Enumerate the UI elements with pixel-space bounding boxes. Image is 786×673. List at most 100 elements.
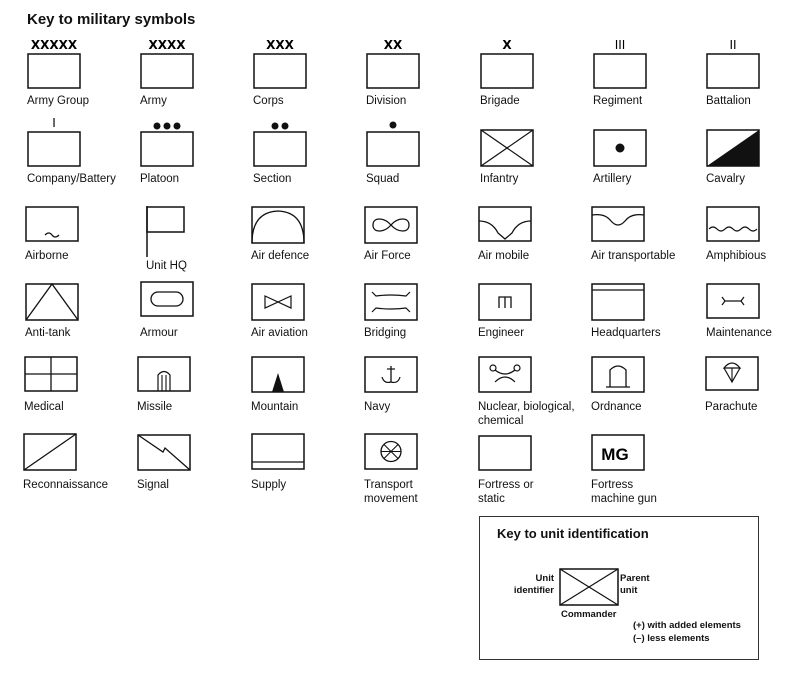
symbol-maintenance: Maintenance — [706, 270, 776, 340]
air-transportable-symbol — [591, 206, 645, 242]
symbol-infantry: Infantry — [480, 116, 550, 186]
brigade-symbol: X — [480, 38, 534, 89]
symbol-medical: Medical — [24, 344, 94, 414]
section-symbol — [253, 122, 307, 167]
label-armour: Armour — [140, 327, 178, 339]
symbol-air-mobile: Air mobile — [478, 193, 548, 263]
symbol-fortress-static: Fortress or static — [478, 422, 548, 505]
label-air-transportable: Air transportable — [591, 250, 676, 262]
platoon-symbol — [140, 122, 194, 167]
symbol-ordnance: Ordnance — [591, 344, 661, 414]
label-corps: Corps — [253, 95, 284, 107]
symbol-brigade: X Brigade — [480, 38, 550, 108]
navy-symbol — [364, 356, 418, 393]
size-mark-company: I — [52, 116, 56, 130]
symbol-amphibious: Amphibious — [706, 193, 776, 263]
label-brigade: Brigade — [480, 95, 520, 107]
ordnance-symbol — [591, 356, 645, 393]
symbol-signal: Signal — [137, 422, 207, 492]
label-engineer: Engineer — [478, 327, 525, 339]
symbol-squad: Squad — [366, 116, 436, 186]
nbc-symbol — [478, 356, 532, 393]
symbol-battalion: II Battalion — [706, 38, 776, 108]
page-title: Key to military symbols — [27, 11, 196, 28]
key-unit-identifier-line1: Unit — [535, 573, 554, 584]
symbol-parachute: Parachute — [705, 344, 775, 414]
symbol-unit-hq: Unit HQ — [140, 193, 210, 272]
symbol-air-transportable: Air transportable — [591, 193, 675, 263]
symbol-corps: XXX Corps — [253, 38, 323, 108]
air-aviation-symbol — [251, 283, 305, 321]
label-infantry: Infantry — [480, 173, 519, 185]
size-mark-regiment: III — [615, 38, 626, 52]
label-airborne: Airborne — [25, 250, 69, 262]
fortress-static-symbol — [478, 435, 532, 471]
symbol-section: Section — [253, 116, 323, 186]
air-defence-symbol — [251, 206, 305, 244]
parachute-symbol — [705, 356, 759, 391]
maintenance-symbol — [706, 283, 760, 319]
missile-symbol — [137, 356, 191, 392]
symbol-engineer: Engineer — [478, 270, 548, 340]
label-bridging: Bridging — [364, 327, 407, 339]
label-signal: Signal — [137, 479, 169, 491]
symbol-fortress-mg: MG Fortress machine gun — [591, 422, 661, 505]
label-parachute: Parachute — [705, 401, 758, 413]
label-fortress-mg: Fortress machine gun — [591, 478, 657, 506]
key-title: Key to unit identification — [497, 526, 649, 541]
label-fortress-mg-line2: machine gun — [591, 493, 657, 505]
size-mark-brigade: X — [502, 38, 512, 52]
symbol-regiment: III Regiment — [593, 38, 663, 108]
amphibious-symbol — [706, 206, 760, 242]
squad-symbol — [366, 121, 420, 167]
key-added-elements: (+) with added elements — [633, 620, 741, 631]
symbol-air-aviation: Air aviation — [251, 270, 321, 340]
label-company-battery: Company/Battery — [27, 173, 116, 185]
symbol-headquarters: Headquarters — [591, 270, 661, 340]
mountain-symbol — [251, 356, 305, 393]
battalion-symbol: II — [706, 38, 760, 89]
label-section: Section — [253, 173, 292, 185]
symbol-platoon: Platoon — [140, 116, 210, 186]
label-headquarters: Headquarters — [591, 327, 661, 339]
key-less-elements: (–) less elements — [633, 633, 710, 644]
size-mark-army: XXXX — [148, 38, 186, 52]
label-battalion: Battalion — [706, 95, 751, 107]
medical-symbol — [24, 356, 78, 392]
headquarters-symbol — [591, 283, 645, 321]
symbol-anti-tank: Anti-tank — [25, 270, 95, 340]
label-navy: Navy — [364, 401, 391, 413]
label-fortress-static: Fortress or static — [478, 478, 534, 506]
label-air-aviation: Air aviation — [251, 327, 308, 339]
regiment-symbol: III — [593, 38, 647, 89]
size-mark-division: XX — [384, 38, 403, 52]
label-ordnance: Ordnance — [591, 401, 642, 413]
key-parent-unit: Parent unit — [620, 573, 650, 597]
label-regiment: Regiment — [593, 95, 643, 107]
label-amphibious: Amphibious — [706, 250, 767, 262]
air-force-symbol — [364, 206, 418, 244]
army-group-symbol: XXXXX — [27, 38, 81, 89]
symbol-reconnaissance: Reconnaissance — [23, 422, 108, 492]
transport-movement-symbol — [364, 433, 418, 470]
size-mark-battalion: II — [729, 38, 736, 52]
label-unit-hq: Unit HQ — [146, 260, 187, 272]
label-nbc-line1: Nuclear, biological, — [478, 401, 575, 413]
company-symbol: I — [27, 116, 81, 167]
size-mark-army-group: XXXXX — [31, 38, 78, 52]
label-nbc-line2: chemical — [478, 415, 524, 427]
label-army: Army — [140, 95, 167, 107]
key-infantry-symbol — [559, 568, 619, 606]
label-medical: Medical — [24, 401, 64, 413]
fortress-mg-symbol: MG — [591, 434, 645, 471]
label-mountain: Mountain — [251, 401, 299, 413]
reconnaissance-symbol — [23, 433, 77, 471]
symbol-navy: Navy — [364, 344, 434, 414]
label-platoon: Platoon — [140, 173, 180, 185]
infantry-symbol — [480, 129, 534, 167]
symbol-army: XXXX Army — [140, 38, 210, 108]
label-transport-line2: movement — [364, 493, 418, 505]
army-symbol: XXXX — [140, 38, 194, 89]
label-fortress-line2: static — [478, 493, 505, 505]
mg-mark: MG — [601, 445, 628, 464]
